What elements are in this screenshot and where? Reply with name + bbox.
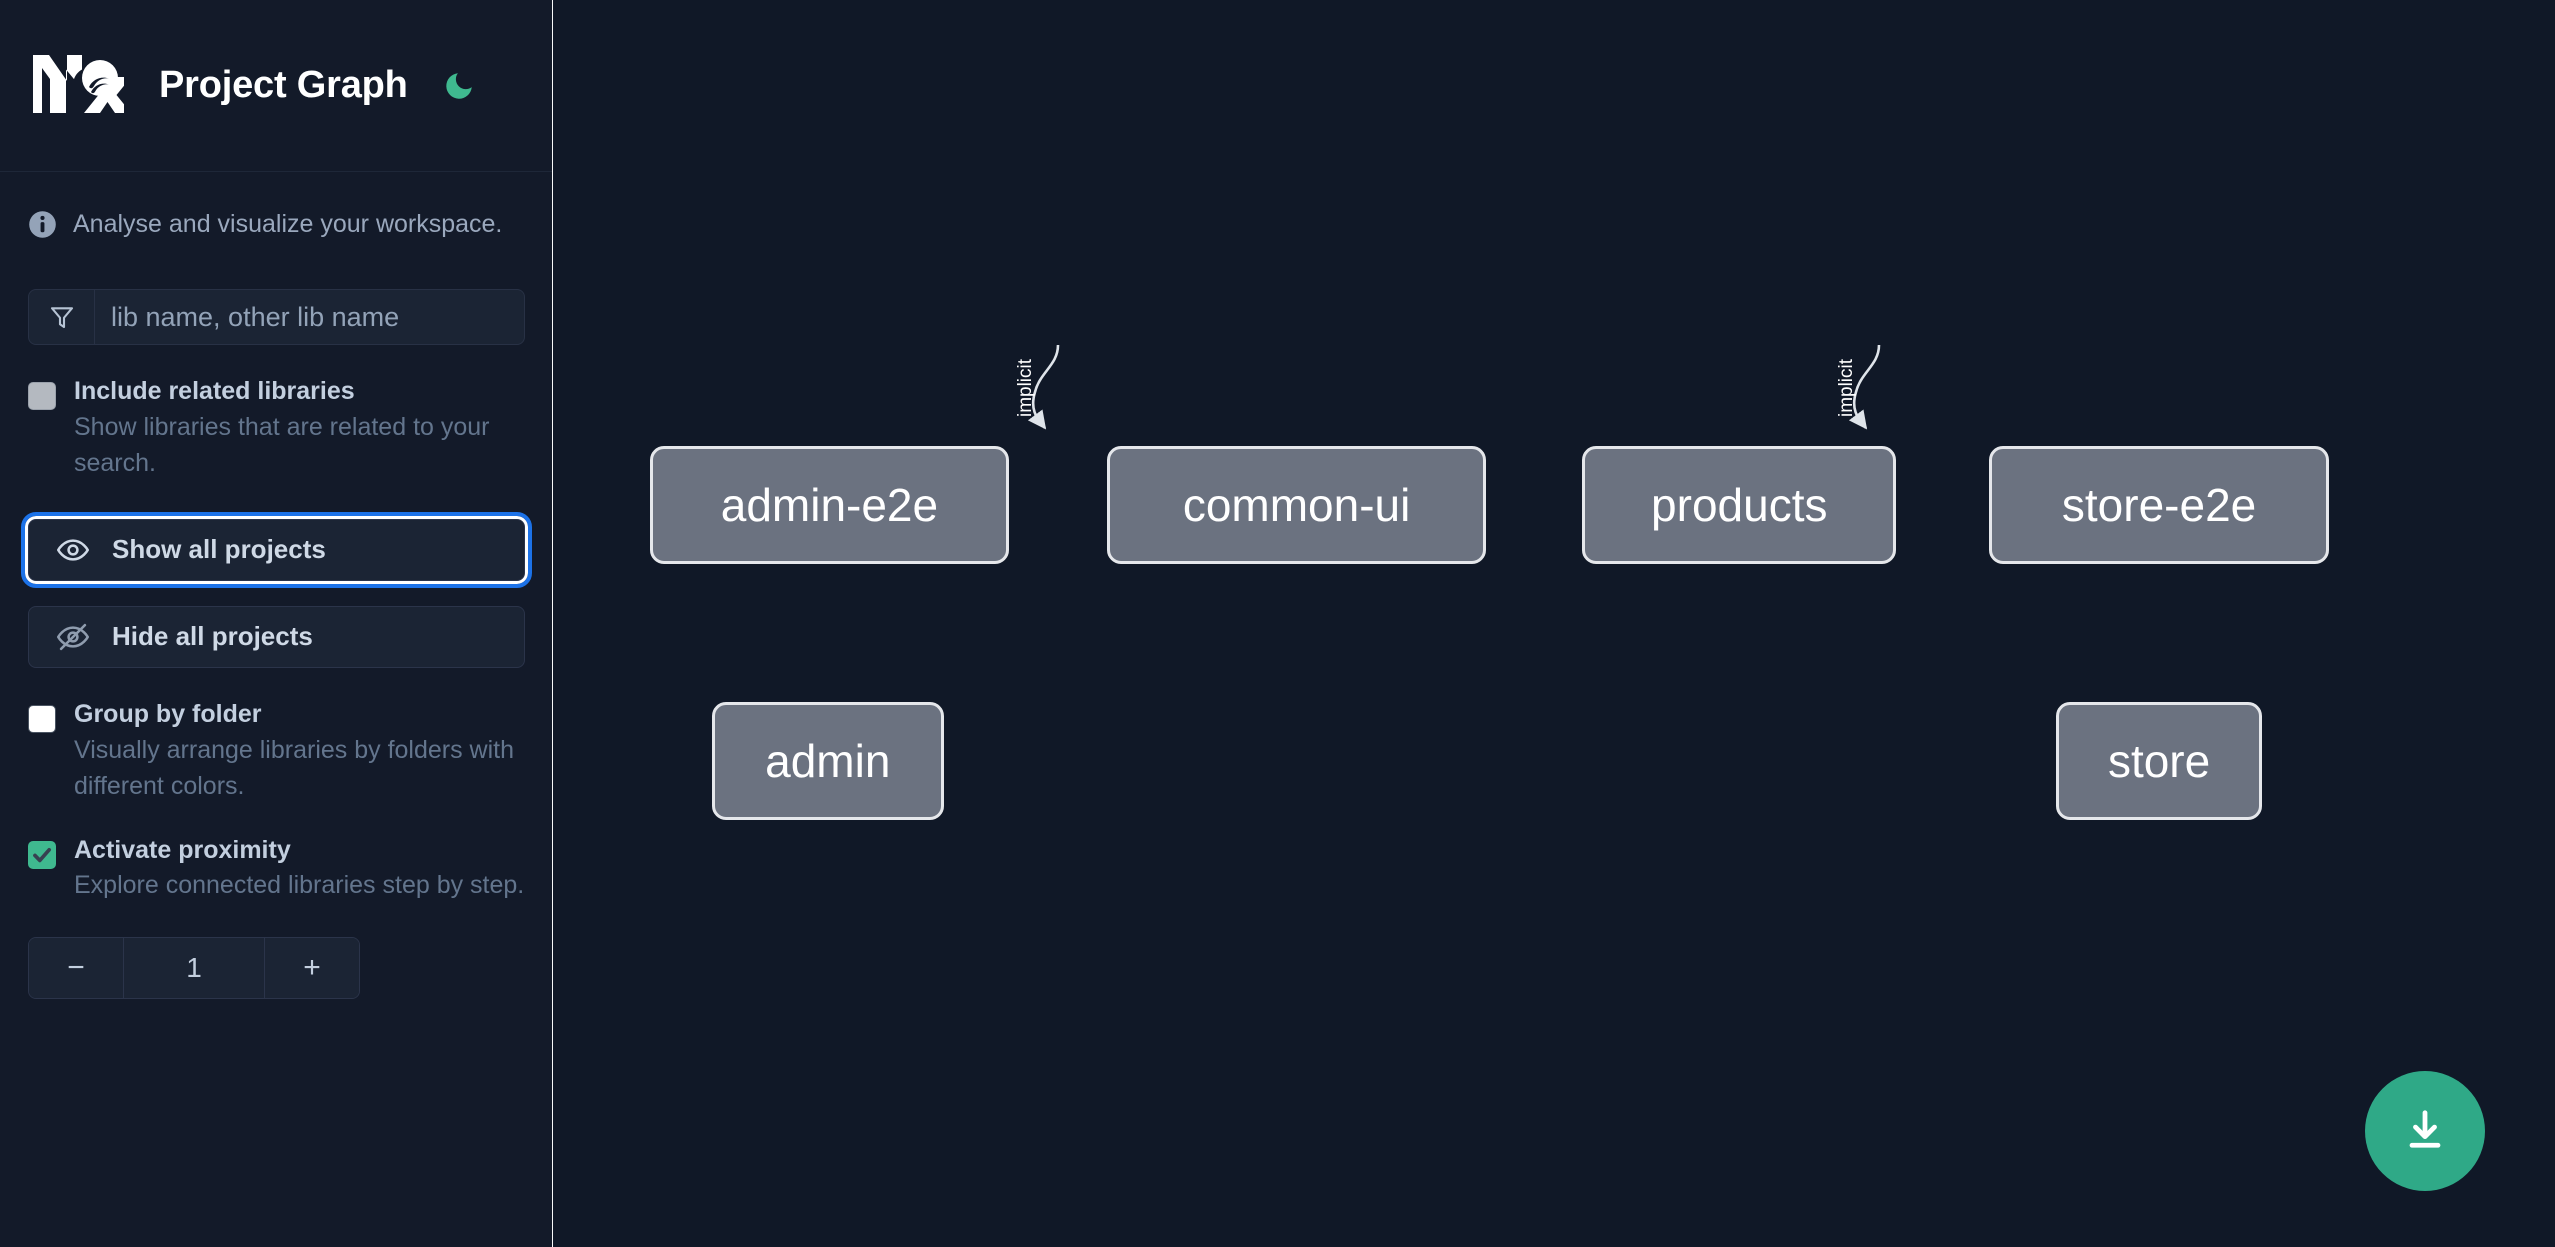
page-title: Project Graph [159,64,408,106]
graph-node-admin[interactable]: admin [711,702,944,820]
checkbox-group-by-folder[interactable] [28,704,56,733]
info-icon [29,211,56,238]
option-activate-proximity[interactable]: Activate proximity Explore connected lib… [0,834,553,904]
hide-all-projects-label: Hide all projects [112,621,313,652]
option-group-by-folder[interactable]: Group by folder Visually arrange librari… [0,698,553,804]
edge-admin-e2e-to-admin[interactable]: implicit [1015,344,1060,430]
search-input[interactable] [95,290,524,344]
sidebar-header: Project Graph [0,0,553,172]
graph-node-store-e2e[interactable]: store-e2e [1989,445,2329,564]
option-label: Group by folder [74,699,262,728]
proximity-stepper: − 1 + [28,937,360,1000]
proximity-stepper-wrap: − 1 + [0,937,553,1000]
moon-glyph [445,72,472,99]
eye-off-icon [56,623,90,650]
proximity-value[interactable]: 1 [124,938,264,999]
edge-label-implicit: implicit [1015,358,1036,417]
edge-label-implicit: implicit [1836,358,1857,417]
option-label: Include related libraries [74,377,355,405]
hide-all-projects-button[interactable]: Hide all projects [28,605,525,668]
checkbox-activate-proximity[interactable] [28,840,56,869]
check-icon [33,847,51,862]
proximity-decrement-button[interactable]: − [29,938,124,999]
nx-logo [33,54,124,113]
option-include-related-libraries[interactable]: Include related libraries Show libraries… [0,375,553,481]
sidebar: Project Graph Analyse and visualize your… [0,0,553,1247]
graph-node-common-ui[interactable]: common-ui [1107,445,1487,564]
moon-icon[interactable] [438,65,480,107]
graph-edges-layer: implicit implicit [1015,344,1881,430]
tagline-row: Analyse and visualize your workspace. [0,172,553,277]
show-all-projects-label: Show all projects [112,534,326,565]
search-box [28,289,525,345]
graph-node-products[interactable]: products [1582,445,1897,564]
graph-node-store[interactable]: store [2056,702,2262,820]
graph-node-admin-e2e[interactable]: admin-e2e [649,445,1010,564]
filter-funnel-icon[interactable] [29,290,95,344]
option-description: Explore connected libraries step by step… [74,871,525,900]
show-all-projects-button[interactable]: Show all projects [21,511,532,588]
option-description: Show libraries that are related to your … [74,412,490,477]
option-text: Group by folder Visually arrange librari… [74,698,525,804]
option-label: Activate proximity [74,835,291,864]
button-spacer [28,581,525,606]
sidebar-scrollbar-track[interactable] [552,0,553,1247]
search-section [0,289,553,345]
graph-canvas[interactable]: implicit implicit admin-e2e common-ui pr… [553,0,2555,1247]
option-description: Visually arrange libraries by folders wi… [74,735,515,800]
project-visibility-buttons: Show all projects Hide all projects [0,511,553,668]
download-graph-button[interactable] [2365,1071,2485,1191]
eye-icon [56,539,90,561]
funnel-glyph [50,307,73,329]
option-text: Include related libraries Show libraries… [74,375,525,481]
proximity-increment-button[interactable]: + [264,938,359,999]
edge-store-e2e-to-store[interactable]: implicit [1836,344,1881,430]
option-text: Activate proximity Explore connected lib… [74,834,524,904]
checkbox-include-related-libraries[interactable] [28,382,56,410]
tagline-text: Analyse and visualize your workspace. [73,210,503,238]
download-icon [2409,1110,2441,1148]
